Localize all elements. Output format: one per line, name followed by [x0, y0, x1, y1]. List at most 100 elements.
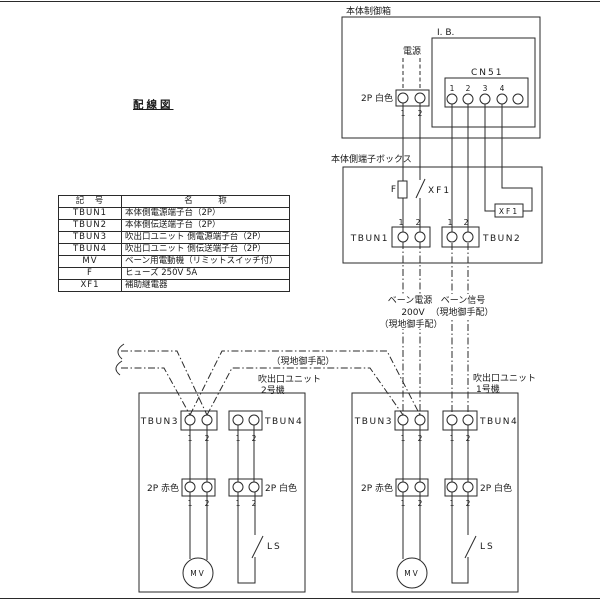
unit2-white-connector-box — [228, 478, 263, 497]
cn51-terminal-5 — [512, 93, 524, 105]
xf1-relay-coil-box — [494, 203, 524, 218]
unit1-tbun3-label: TBUN3 — [354, 417, 393, 427]
fuse-label: F — [391, 185, 396, 195]
unit2-name: 吹出口ユニット — [258, 373, 321, 385]
legend-name: 補助継電器 — [121, 279, 290, 292]
unit2-red-connector-box — [181, 478, 216, 497]
unit2-red-pin-2: 2 — [205, 499, 210, 508]
unit2-ls-loop — [237, 492, 256, 584]
unit1-tbun3-terminal-2 — [414, 414, 426, 426]
unit2-tbun3-box — [180, 410, 218, 431]
unit2-tbun4-terminal-2 — [248, 414, 260, 426]
legend-row: TBUN1 本体側電源端子台（2P） — [58, 207, 290, 220]
unit1-t4-pin-2: 2 — [466, 434, 471, 443]
legend-symbol: TBUN4 — [58, 243, 122, 256]
legend-header-symbol: 記 号 — [58, 195, 122, 208]
power-label: 電源 — [403, 46, 421, 57]
wire-cn51-3-to-coil — [484, 104, 495, 212]
legend-row: F ヒューズ 250V 5A — [58, 267, 290, 280]
vane-power-label: ベーン電源 — [388, 295, 433, 306]
chain-wire-left-lower — [121, 367, 191, 416]
unit1-t4-pin-1: 1 — [450, 434, 455, 443]
unit1-white-connector-box — [444, 478, 478, 497]
ib-label: I. B. — [437, 28, 454, 38]
cn51-terminal-2 — [462, 93, 474, 105]
legend-symbol: TBUN3 — [58, 231, 122, 244]
cb-2p-connector-box — [395, 89, 430, 107]
tbun1-pin-1: 1 — [399, 218, 404, 227]
unit2-red-pin-1: 1 — [188, 499, 193, 508]
unit2-tbun3-label: TBUN3 — [140, 417, 179, 427]
tbun2-terminal-2 — [462, 231, 474, 243]
cn51-label: CN51 — [471, 68, 503, 78]
legend-name: ヒューズ 250V 5A — [121, 267, 290, 280]
tbun2-pin-1: 1 — [448, 218, 453, 227]
unit1-name: 吹出口ユニット — [473, 372, 536, 384]
legend-name: 吹出口ユニット 側伝送端子台（2P） — [121, 243, 290, 256]
unit2-tbun4-box — [228, 410, 263, 431]
unit1-red-terminal-2 — [414, 481, 426, 493]
field-wiring-labels: ベーン電源 200V （現地御手配） ベーン信号 （現地御手配） （現地御手配） — [271, 294, 493, 367]
outlet-unit-1: 吹出口ユニット 1号機 TBUN3 TBUN4 1 2 1 2 2P 赤色 2P… — [351, 372, 536, 593]
legend-table: 記 号 名 称 TBUN1 本体側電源端子台（2P） TBUN2 本体側伝送端子… — [58, 195, 290, 292]
legend-symbol: XF1 — [58, 279, 122, 292]
unit1-motor-label: MV — [404, 569, 420, 578]
cn51-terminal-1 — [446, 93, 458, 105]
unit2-number: 2号機 — [261, 384, 285, 396]
unit2-red-terminal-2 — [201, 481, 213, 493]
unit2-white-terminal-1 — [232, 481, 244, 493]
vane-signal-label: ベーン信号 — [441, 294, 486, 306]
unit1-limit-switch-label: LS — [480, 542, 495, 552]
cn51-terminal-4 — [496, 93, 508, 105]
unit2-red-connector-label: 2P 赤色 — [147, 482, 179, 494]
unit1-tbun4-box — [442, 410, 478, 431]
control-box-outline — [341, 16, 541, 139]
unit2-tbun4-label: TBUN4 — [264, 417, 303, 427]
tbun2-box — [441, 226, 480, 248]
unit1-number: 1号機 — [476, 383, 500, 395]
unit1-ls-loop — [451, 492, 469, 584]
label-mask — [431, 294, 493, 318]
vane-power-voltage: 200V — [401, 308, 425, 318]
unit1-red-pin-1: 1 — [401, 499, 406, 508]
ib-box-outline — [431, 37, 536, 128]
fuse-symbol — [397, 180, 408, 199]
vane-power-note: （現地御手配） — [379, 318, 442, 330]
chain-wire-upper — [189, 350, 421, 416]
unit1-motor-symbol — [396, 557, 428, 589]
legend-header-row: 記 号 名 称 — [58, 195, 290, 208]
legend-row: TBUN4 吹出口ユニット 側伝送端子台（2P） — [58, 243, 290, 256]
unit2-white-pin-1: 1 — [236, 499, 241, 508]
wire-cn51-4-to-coil — [501, 104, 533, 212]
unit2-outline — [138, 392, 306, 593]
xf1-contact-stroke — [415, 178, 426, 199]
unit1-red-connector-box — [395, 478, 429, 497]
unit1-white-pin-1: 1 — [450, 499, 455, 508]
unit1-red-pin-2: 2 — [418, 499, 423, 508]
cb-2p-terminal-1 — [397, 92, 409, 104]
outlet-unit-2: 吹出口ユニット 2号機 TBUN3 TBUN4 1 2 1 2 2P 赤色 2P… — [138, 373, 321, 593]
tbun1-box — [391, 226, 431, 248]
cn51-pin-2: 2 — [466, 84, 471, 93]
xf1-coil-label: XF1 — [499, 207, 519, 216]
tbun1-label: TBUN1 — [350, 234, 389, 244]
unit1-outline — [351, 392, 519, 593]
unit1-white-connector-label: 2P 白色 — [480, 482, 512, 494]
cn51-terminal-3 — [479, 93, 491, 105]
legend-symbol: F — [58, 267, 122, 280]
vane-signal-note: （現地御手配） — [430, 306, 493, 318]
unit2-tbun3-terminal-2 — [201, 414, 213, 426]
unit2-limit-switch-label: LS — [267, 542, 282, 552]
unit1-ls-contact-stroke — [464, 535, 477, 559]
unit1-tbun4-terminal-1 — [446, 414, 458, 426]
legend-row: MV ベーン用電動機（リミットスイッチ付） — [58, 255, 290, 268]
unit2-motor-symbol — [182, 557, 214, 589]
cb-2p-terminal-2 — [414, 92, 426, 104]
tbun2-terminal-1 — [446, 231, 458, 243]
unit1-white-terminal-2 — [462, 481, 474, 493]
cn51-pin-3: 3 — [483, 84, 488, 93]
legend-symbol: MV — [58, 255, 122, 268]
unit2-motor-label: MV — [190, 569, 206, 578]
